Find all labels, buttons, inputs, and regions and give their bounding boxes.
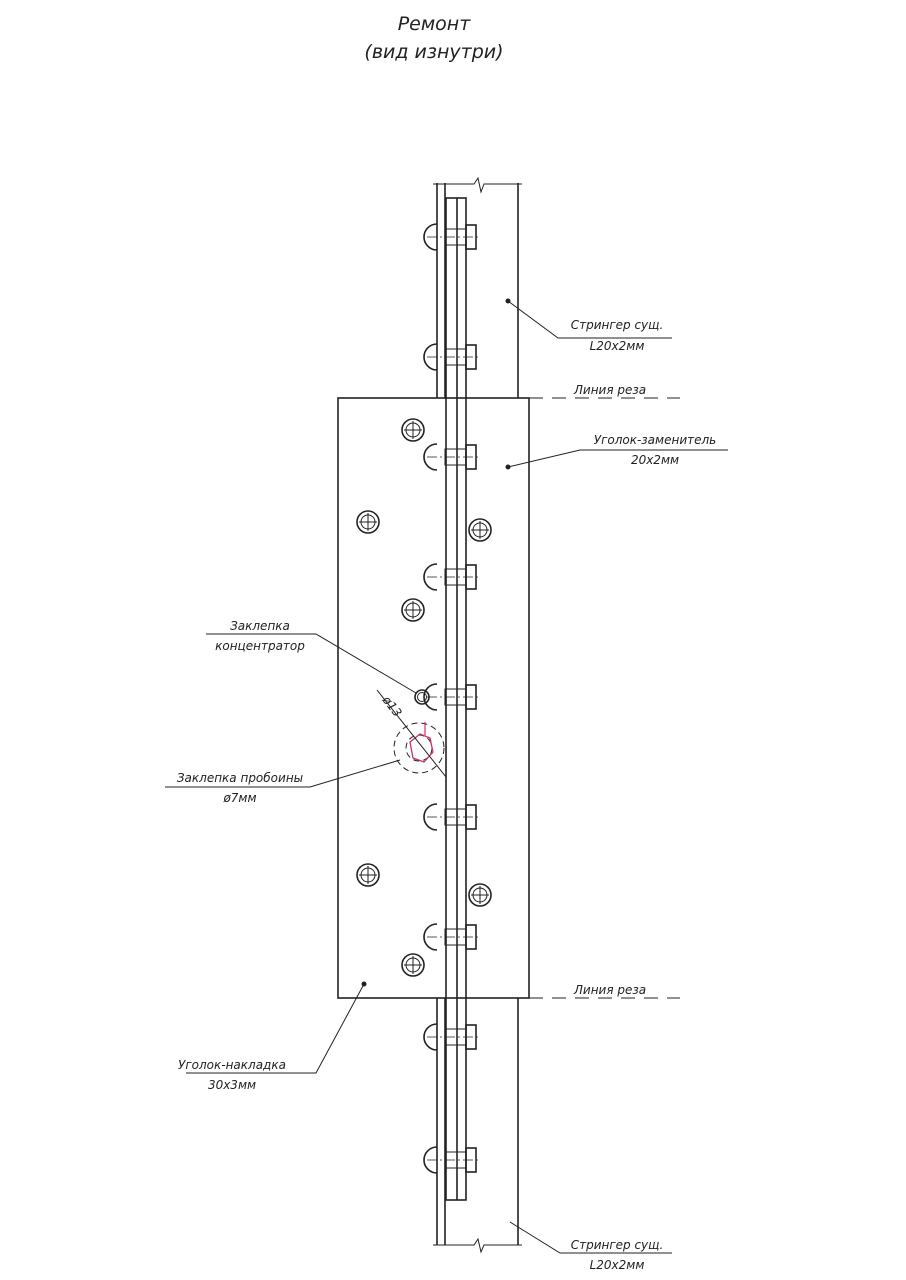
stringer-top-size: L20x2мм [590, 339, 645, 353]
cut-line-top-label: Линия реза [573, 383, 646, 397]
overlay-angle-size: 30x3мм [208, 1078, 256, 1092]
side-rivet-icon [423, 803, 480, 831]
damage-outline [409, 733, 434, 763]
stringer-top-label: Стрингер сущ. [571, 318, 664, 332]
rivet-head-icon [401, 598, 425, 622]
rivet-head-icon [401, 953, 425, 977]
cut-line-bottom-label: Линия реза [573, 983, 646, 997]
title-line1: Ремонт [398, 13, 472, 35]
break-line-bottom [433, 1237, 522, 1254]
face-rivets [356, 418, 492, 977]
rivet-head-icon [468, 883, 492, 907]
stringer-bottom-label: Стрингер сущ. [571, 1238, 664, 1252]
hole-rivet-label: Заклепка пробоины [177, 771, 303, 785]
rivet-head-icon [468, 518, 492, 542]
repair-zone-circle [393, 722, 445, 774]
side-rivet-icon [423, 1146, 480, 1174]
replacement-angle-size: 20x2мм [631, 453, 679, 467]
diameter-dimension-line [376, 689, 447, 778]
replacement-angle-label: Уголок-заменитель [594, 433, 716, 447]
rivet-head-icon [401, 418, 425, 442]
diameter-label: ø13 [379, 692, 405, 719]
side-rivet-icon [423, 443, 480, 471]
replacement-angle [445, 197, 467, 1201]
side-rivet-icon [423, 223, 480, 251]
side-rivet-icon [423, 1023, 480, 1051]
rivet-head-icon [356, 510, 380, 534]
side-rivets [423, 223, 480, 1174]
side-rivet-icon [423, 563, 480, 591]
stringer-bottom-size: L20x2мм [590, 1258, 645, 1272]
rivet-head-icon [356, 863, 380, 887]
break-line-top [433, 176, 522, 194]
title-line2: (вид изнутри) [364, 41, 503, 63]
side-rivet-icon [423, 923, 480, 951]
overlay-angle-label: Уголок-накладка [178, 1058, 286, 1072]
hole-rivet-size: ø7мм [222, 791, 256, 805]
side-rivet-icon [423, 343, 480, 371]
side-rivet-icon [423, 683, 480, 711]
concentrator-label-1: Заклепка [230, 619, 290, 633]
leaders [165, 298, 728, 1254]
concentrator-label-2: концентратор [215, 639, 305, 653]
concentrator-rivet-icon [414, 689, 430, 705]
overlay-angle [337, 397, 530, 999]
